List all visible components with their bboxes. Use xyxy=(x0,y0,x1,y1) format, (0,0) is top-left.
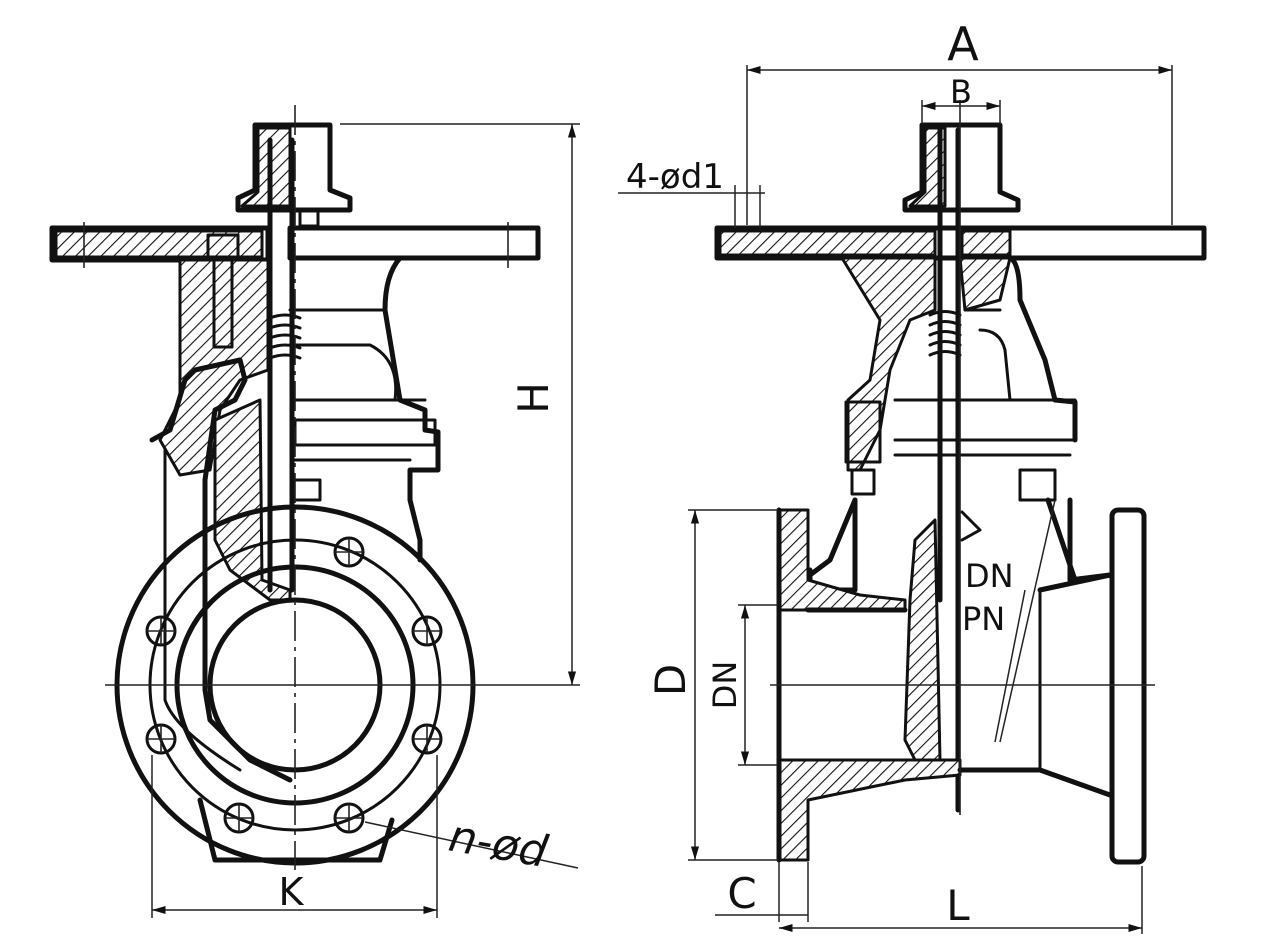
dim-label-DN: DN xyxy=(706,661,744,710)
dim-label-B: B xyxy=(950,73,972,111)
side-bonnet-left xyxy=(840,256,937,472)
side-stem-cap xyxy=(902,122,1021,213)
dim-label-C: C xyxy=(727,869,756,918)
side-stem-cap-hatch xyxy=(908,126,947,208)
stem-cap xyxy=(235,122,353,213)
top-flange-hatch xyxy=(54,229,264,259)
mark-DN: DN xyxy=(965,557,1014,595)
stem-cap-neck xyxy=(298,208,320,228)
bonnet-bolt xyxy=(212,255,234,349)
side-wedge xyxy=(903,518,942,762)
body-left-contour xyxy=(149,357,293,783)
flange-bolt-holes xyxy=(145,536,443,834)
side-plug-nut xyxy=(850,468,876,496)
bonnet-right xyxy=(287,255,441,563)
side-top-flange-hatch-2 xyxy=(960,229,1012,257)
side-top-flange xyxy=(714,225,1207,261)
dim-label-A: A xyxy=(947,17,979,71)
dim-label-D: D xyxy=(646,664,695,696)
label-holes-top: 4-ød1 xyxy=(626,157,724,197)
dim-label-L: L xyxy=(946,881,970,930)
leader-holes-flange xyxy=(364,821,579,869)
dim-label-K: K xyxy=(279,870,305,914)
mark-PN: PN xyxy=(962,600,1005,638)
dim-label-H: H xyxy=(509,382,558,414)
dn-pn-leader xyxy=(994,499,1056,743)
front-view: H K n-ød xyxy=(49,105,580,918)
side-view: DN PN A B 4-ød1 D DN C xyxy=(618,17,1207,934)
side-top-flange-hatch xyxy=(718,229,937,257)
side-left-flange xyxy=(777,508,907,612)
side-left-flange-lower xyxy=(777,758,962,862)
side-plug xyxy=(844,400,882,464)
side-stem xyxy=(937,127,961,813)
stem-cap-hatch xyxy=(240,126,292,208)
stem xyxy=(267,137,295,593)
top-flange-right xyxy=(287,225,541,261)
label-holes-flange: n-ød xyxy=(445,811,552,879)
side-bonnet-right xyxy=(958,256,1012,312)
side-right-flange xyxy=(1109,507,1147,865)
packing-rings xyxy=(268,313,302,360)
